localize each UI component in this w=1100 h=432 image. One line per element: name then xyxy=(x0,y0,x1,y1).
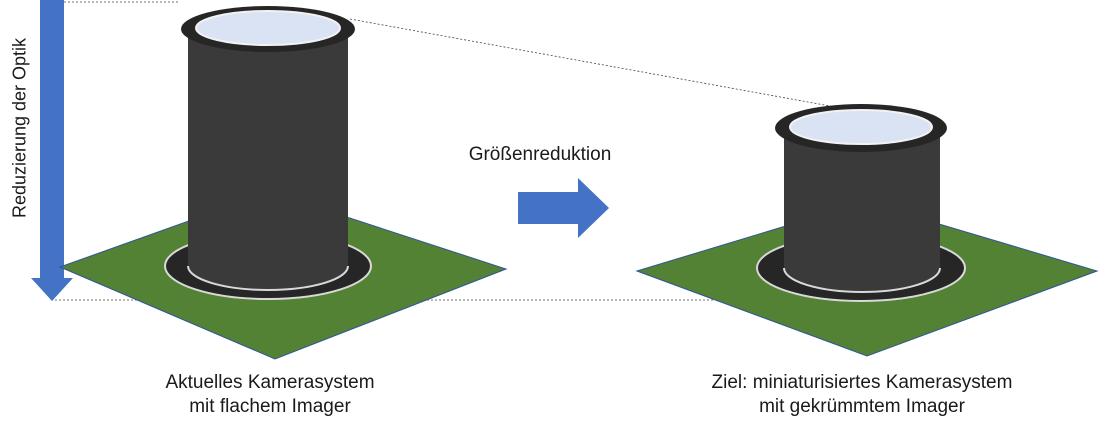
target-system-caption-line1: Ziel: miniaturisiertes Kamerasystem xyxy=(711,372,1013,393)
size-reduction-label: Größenreduktion xyxy=(468,144,612,165)
miniaturized-camera-system xyxy=(635,104,1099,357)
current-system-caption: Aktuelles Kamerasystem mit flachem Image… xyxy=(70,371,470,419)
target-system-caption: Ziel: miniaturisiertes Kamerasystem mit … xyxy=(662,371,1062,419)
optics-reduction-label: Reduzierung der Optik xyxy=(9,37,30,219)
left-lens-glass xyxy=(195,10,341,46)
current-camera-system xyxy=(58,6,508,360)
current-system-caption-line1: Aktuelles Kamerasystem xyxy=(165,372,375,393)
size-reduction-vertical-arrow xyxy=(31,0,73,301)
current-system-caption-line2: mit flachem Imager xyxy=(189,396,351,417)
size-reduction-arrow xyxy=(518,178,609,238)
right-lens-glass xyxy=(789,109,933,145)
target-system-caption-line2: mit gekrümmtem Imager xyxy=(759,396,965,417)
right-lens-barrel xyxy=(784,128,940,292)
left-lens-barrel xyxy=(188,35,348,290)
taper-guide-line xyxy=(349,18,831,107)
